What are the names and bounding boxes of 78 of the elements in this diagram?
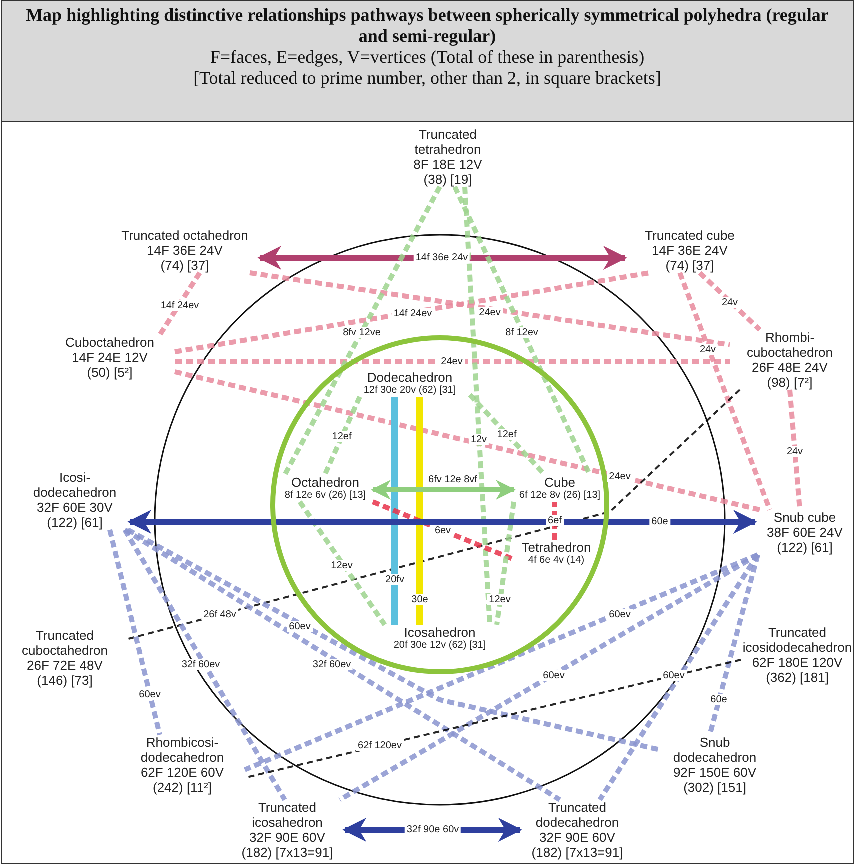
connector-line <box>282 186 442 476</box>
edge-label: 6ef <box>546 516 564 526</box>
connector-line <box>468 393 547 477</box>
connector-line <box>678 272 772 511</box>
connector-line <box>122 528 288 802</box>
edge-label: 60ev <box>287 622 313 632</box>
title: Map highlighting distinctive relationships pathways between spherically symmetrical polyhedra (regular and semi-regular) <box>25 5 830 47</box>
edge-label: 6fv 12e 8vf <box>426 474 480 486</box>
edge-label: 62f 120ev <box>356 740 404 752</box>
edge-label: 32f 60ev <box>180 660 222 670</box>
edge-label: 26f 48v <box>202 610 238 620</box>
polyhedron-label: Snub dodecahedron 92F 150E 60V (302) [151] <box>660 735 770 795</box>
edge-label: 60e <box>650 516 670 528</box>
connector-line <box>174 270 650 354</box>
edge-label: 6ev <box>432 526 454 536</box>
connector-line <box>298 500 388 626</box>
edge-label: 8f 12ev <box>504 328 540 338</box>
polyhedron-label: Truncated cuboctahedron 26F 72E 48V (146) [73] <box>5 628 125 688</box>
note-text: F=faces, E=edges, V=vertices (Total of these in parenthesis) <box>209 47 646 68</box>
connector-line <box>598 554 760 802</box>
connector-line <box>698 271 762 332</box>
edge-label: 24v <box>720 298 740 308</box>
edge-label: 12ev <box>329 560 355 572</box>
polyhedron-label: Dodecahedron 12f 30e 20v (62) [31] <box>350 370 470 397</box>
connector-line <box>250 270 730 348</box>
edge-label: 24v <box>698 344 718 356</box>
polyhedron-label: Truncated icosidodecahedron 62F 180E 120V (362) [181] <box>741 625 854 685</box>
edge-label: 60ev <box>541 670 567 682</box>
polyhedron-label: Truncated octahedron 14F 36E 24V (74) [37] <box>110 228 260 273</box>
connector-line <box>338 552 760 802</box>
edge-label: 12ef <box>495 430 519 440</box>
connector-line <box>124 528 562 802</box>
edge-label: 12ef <box>330 432 354 442</box>
edge-label: 20fv <box>384 574 406 586</box>
edge-label: 14f 24ev <box>392 308 434 320</box>
polyhedron-label: Icosahedron 20f 30e 12v (62) [31] <box>375 625 505 652</box>
connector-line <box>158 272 202 336</box>
polyhedron-label: Tetrahedron 4f 6e 4v (14) <box>515 540 598 567</box>
polyhedron-label: Snub cube 38F 60E 24V (122) [61] <box>755 510 855 555</box>
note-text: [Total reduced to prime number, other than 2, in square brackets] <box>192 68 662 89</box>
connector-line <box>108 529 162 736</box>
edge-label: 60ev <box>661 670 687 682</box>
edge-label: 24ev <box>477 308 503 318</box>
edge-label: 32f 90e 60v <box>404 824 462 836</box>
edge-label: 30e <box>410 594 430 606</box>
edge-label: 60ev <box>137 690 163 700</box>
polyhedron-label: Truncated cube 14F 36E 24V (74) [37] <box>625 228 755 273</box>
connector-line <box>552 502 558 540</box>
edge-label: 24v <box>784 446 806 458</box>
edge-label: 24ev <box>607 472 633 482</box>
polyhedron-label: Rhombicosi-dodecahedron 62F 120E 60V (242) [11²] <box>120 735 245 795</box>
edge-label: 12ev <box>487 594 513 606</box>
edge-label: 32f 60ev <box>310 660 354 670</box>
edge-label: 60e <box>708 694 730 706</box>
edge-label: 14f 36e 24v <box>414 252 470 264</box>
polyhedron-label: Truncated dodecahedron 32F 90E 60V (182) [7x13=91] <box>520 800 635 860</box>
polyhedron-label: Octahedron 8f 12e 6v (26) [13] <box>278 475 373 502</box>
edge-label: 14f 24ev <box>158 300 202 312</box>
connector-line <box>244 552 759 772</box>
polyhedron-label: Rhombi-cuboctahedron 26F 48E 24V (98) [7²] <box>730 330 850 390</box>
connector-line <box>494 502 516 626</box>
polyhedron-label: Cuboctahedron 14F 24E 12V (50) [5²] <box>45 335 175 380</box>
polyhedron-label: Truncated icosahedron 32F 90E 60V (182) [7x13=91] <box>230 800 345 860</box>
polyhedron-label: Icosi-dodecahedron 32F 60E 30V (122) [61] <box>20 470 130 530</box>
edge-label: 8fv 12ve <box>341 328 383 338</box>
double-arrow <box>371 480 516 500</box>
connector-line <box>392 397 398 625</box>
connector-line <box>462 186 492 626</box>
edge-label: 12v <box>468 434 490 446</box>
connector-line <box>126 528 661 752</box>
edge-label: 60ev <box>607 610 633 620</box>
polyhedron-label: Cube 6f 12e 8v (26) [13] <box>514 475 606 502</box>
connector-line <box>174 370 761 512</box>
edge-label: 24ev <box>439 356 465 368</box>
double-arrow <box>128 510 758 534</box>
polyhedron-label: Truncated tetrahedron 8F 18E 12V (38) [19] <box>393 127 503 187</box>
connector-line <box>175 360 730 364</box>
connector-line <box>322 396 362 476</box>
